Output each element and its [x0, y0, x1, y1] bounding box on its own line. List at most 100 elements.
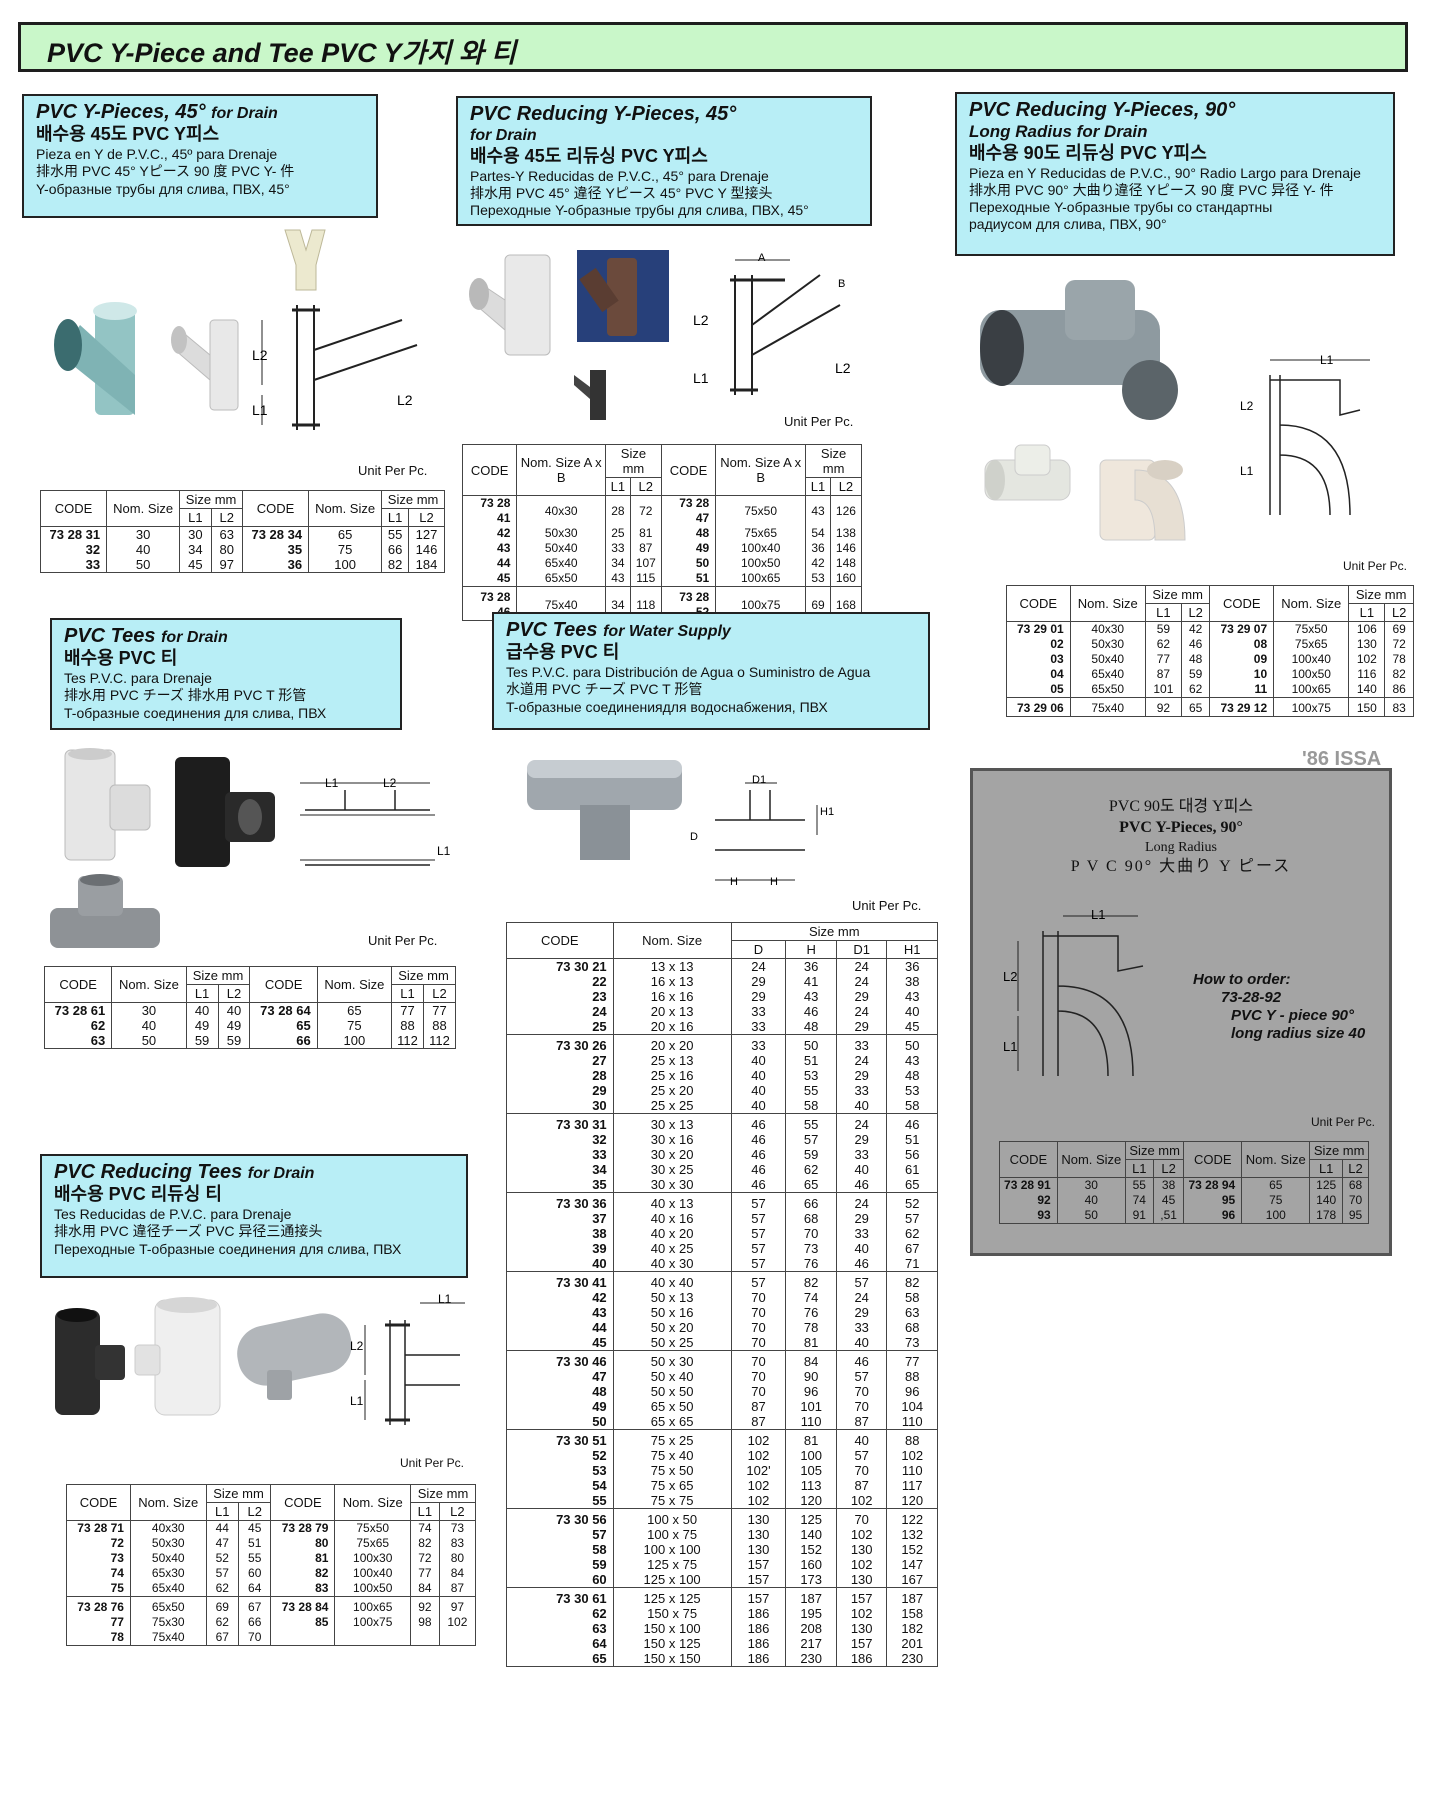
table-cell: 40: [730, 1053, 787, 1068]
table-cell: 102: [835, 1606, 888, 1621]
table-cell: 87: [629, 541, 662, 556]
col-l1: L1: [391, 984, 424, 1003]
col-code: CODE: [66, 1484, 131, 1521]
table-cell: 80: [438, 1551, 477, 1566]
table-cell: 102: [730, 1493, 787, 1509]
table-cell: 65x50: [516, 571, 607, 587]
col-size: Size mm: [1124, 1141, 1185, 1160]
table-cell: 50: [886, 1034, 938, 1053]
table-cell: 65x40: [129, 1581, 207, 1597]
table-cell: 40: [185, 1002, 219, 1018]
table-cell: 50: [1056, 1208, 1126, 1224]
table-cell: 50 x 20: [612, 1320, 732, 1335]
table-cell: 22: [506, 974, 614, 989]
dim-label-h1: H1: [820, 806, 834, 818]
table-cell: 65: [886, 1177, 938, 1193]
russian-title: T-образные соединения для слива, ПВХ: [64, 704, 327, 721]
reducing-tee-diagram: L1 L2 L1: [350, 1292, 465, 1425]
table-cell: 73: [66, 1551, 131, 1566]
table-cell: 100x50: [334, 1581, 411, 1597]
table-cell: 62: [1144, 637, 1182, 652]
table-cell: 38: [886, 974, 938, 989]
table-cell: 115: [629, 571, 662, 587]
table-cell: 51: [886, 1132, 938, 1147]
table-cell: [334, 1630, 411, 1646]
table-cell: 65: [506, 1651, 614, 1667]
table-cell: 58: [886, 1290, 938, 1305]
table-cell: 73 28 41: [461, 495, 518, 526]
table-cell: 71: [886, 1256, 938, 1272]
dim-label-l2: L2: [252, 347, 268, 363]
table-cell: 30 x 25: [612, 1162, 732, 1177]
table-cell: 24: [835, 1192, 888, 1211]
table-cell: 70: [730, 1305, 787, 1320]
table-cell: 39: [506, 1241, 614, 1256]
japanese-title: P V C 90° 大曲り Y ピース: [1070, 857, 1292, 875]
water-tee-diagram: D1 H1 D H H: [690, 774, 834, 888]
table-cell: 102: [835, 1527, 888, 1542]
table-cell: 78: [1384, 652, 1414, 667]
spanish-title: Pieza en Y Reducidas de P.V.C., 90° Radi…: [969, 165, 1361, 182]
table-cell: 55: [237, 1551, 272, 1566]
col-code: CODE: [1006, 585, 1071, 622]
table-cell: 50x40: [129, 1551, 207, 1566]
table-cell: 30 x 30: [612, 1177, 732, 1193]
table-cell: 59: [1180, 667, 1211, 682]
dim-label-l1: L1: [1091, 907, 1105, 922]
table-cell: 47: [506, 1369, 614, 1384]
table-cell: 62: [43, 1018, 113, 1033]
table-cell: 125 x 125: [612, 1587, 732, 1606]
table-cell: 62: [1180, 682, 1211, 698]
table-cell: 40x30: [129, 1520, 207, 1536]
table-cell: 33: [730, 1019, 787, 1035]
table-cell: 45: [237, 1520, 272, 1536]
section-title-suffix: for Drain: [211, 105, 278, 122]
table-cell: 84: [410, 1581, 440, 1597]
table-cell: 87: [730, 1414, 787, 1430]
col-l2: L2: [217, 984, 251, 1003]
table-cell: 65: [308, 526, 383, 542]
col-code: CODE: [1209, 585, 1275, 622]
table-cell: 73 30 21: [506, 958, 614, 974]
table-cell: 82: [410, 1536, 440, 1551]
table-cell: 73 30 26: [506, 1034, 614, 1053]
table-cell: 57: [730, 1256, 787, 1272]
col-nom: Nom. Size: [1273, 585, 1350, 622]
table-cell: 122: [886, 1508, 938, 1527]
table-cell: 37: [506, 1211, 614, 1226]
table-cell: 100: [316, 1033, 393, 1049]
table-cell: 29: [730, 974, 787, 989]
table-cell: 140: [1348, 682, 1386, 698]
table-cell: 40 x 16: [612, 1211, 732, 1226]
table-cell: 120: [785, 1493, 837, 1509]
table-cell: 32: [39, 542, 108, 557]
table-cell: 44: [205, 1520, 240, 1536]
table-cell: 75 x 75: [612, 1493, 732, 1509]
table-cell: 65: [1241, 1177, 1311, 1193]
table-cell: 120: [886, 1493, 938, 1509]
unit-label: Unit Per Pc.: [852, 898, 922, 913]
table-cell: 41: [785, 974, 837, 989]
table-cell: 55: [1124, 1177, 1154, 1193]
table-cell: 80: [210, 542, 243, 557]
table-cell: 73 28 34: [241, 526, 310, 542]
table-cell: 73 29 01: [1006, 621, 1071, 637]
table-cell: 58: [886, 1098, 938, 1114]
table-cell: 167: [886, 1572, 938, 1588]
table-cell: 81: [785, 1335, 837, 1351]
long-radius-diagram: L1 L2 L1: [1003, 907, 1144, 1077]
